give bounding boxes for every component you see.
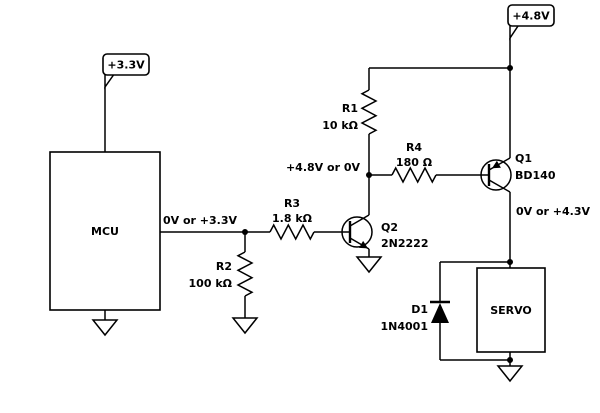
diode-d1: D1 1N4001 [381,300,450,333]
junction-dot [366,172,372,178]
transistor-q2-npn: Q2 2N2222 [341,214,428,257]
callout-box [507,4,555,27]
q2-value: 2N2222 [381,237,428,250]
d1-value: 1N4001 [381,320,428,333]
resistor-r2: R2 100 kΩ [189,251,254,297]
r4-ref: R4 [406,141,422,154]
r1-ref: R1 [342,102,358,115]
callout-box [102,53,150,76]
diode-triangle-icon [431,303,449,323]
transistor-q1-pnp: Q1 BD140 [480,152,556,193]
collector-lead [349,214,370,227]
junction-dot [507,65,513,71]
resistor-r1: R1 10 kΩ [322,89,378,135]
junction-dot [507,259,513,265]
supply-label-3v3: +3.3V [107,59,145,72]
resistor-zigzag [391,166,437,184]
resistor-r4: R4 180 Ω [391,141,437,184]
q2-ref: Q2 [381,221,398,234]
wires [104,38,511,366]
supply-callout-3v3: +3.3V [102,53,150,90]
transistor-body [341,216,373,248]
q1-ref: Q1 [515,152,532,165]
servo-block: SERVO [476,267,546,353]
r2-ref: R2 [216,260,232,273]
r2-value: 100 kΩ [189,277,233,290]
resistor-zigzag [236,251,254,297]
pnp-emitter-arrow-icon [492,160,501,169]
net-label-q2-collector: +4.8V or 0V [286,161,361,174]
q1-value: BD140 [515,169,556,182]
resistor-zigzag [360,89,378,135]
transistor-body [480,159,512,191]
servo-box [476,267,546,353]
r3-value: 1.8 kΩ [272,212,313,225]
d1-ref: D1 [411,303,428,316]
ground-icon-r2 [231,317,259,335]
resistor-zigzag [269,223,315,241]
junction-dot [507,357,513,363]
mcu-label: MCU [91,225,119,238]
net-label-mcu-output: 0V or +3.3V [163,214,238,227]
net-label-q1-collector: 0V or +4.3V [516,205,591,218]
npn-emitter-arrow-icon [359,240,368,249]
r3-ref: R3 [284,197,300,210]
supply-label-4v8: +4.8V [512,10,550,23]
collector-lead [488,179,511,193]
r4-value: 180 Ω [396,156,433,169]
mcu-block: MCU [49,151,161,311]
mcu-box [49,151,161,311]
ground-icon-servo [496,365,524,383]
servo-label: SERVO [490,304,532,317]
supply-callout-4v8: +4.8V [507,4,555,41]
r1-value: 10 kΩ [322,119,358,132]
ground-icon-q2 [355,256,383,274]
ground-icon-mcu [91,319,119,337]
resistor-r3: R3 1.8 kΩ [269,197,315,241]
junction-dot [242,229,248,235]
